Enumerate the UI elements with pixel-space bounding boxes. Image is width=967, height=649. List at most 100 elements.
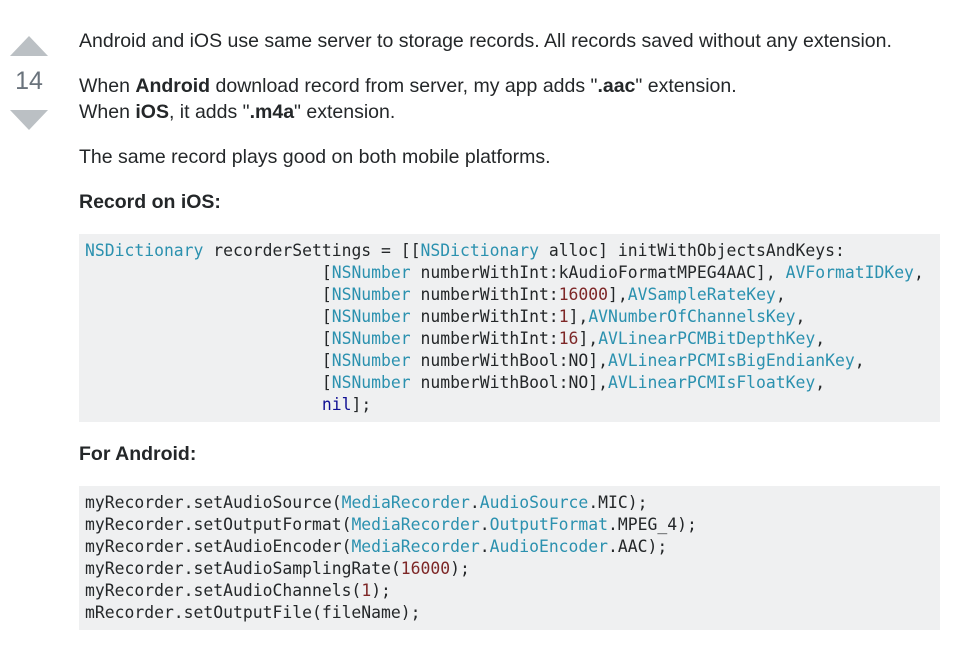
ios-code-token: numberWithBool:NO], bbox=[410, 351, 609, 370]
code-block-ios[interactable]: NSDictionary recorderSettings = [[NSDict… bbox=[79, 234, 940, 422]
text-aac: .aac bbox=[597, 75, 636, 97]
text-ios: iOS bbox=[135, 101, 169, 123]
ios-code-token: , bbox=[775, 285, 786, 304]
ios-code-token: [ bbox=[85, 285, 332, 304]
upvote-arrow-icon[interactable] bbox=[10, 36, 48, 56]
ios-code-token: 1 bbox=[558, 307, 569, 326]
code-block-android[interactable]: myRecorder.setAudioSource(MediaRecorder.… bbox=[79, 486, 940, 630]
android-code-token: myRecorder.setAudioSamplingRate( bbox=[85, 559, 401, 578]
ios-code-token: [ bbox=[85, 329, 332, 348]
text-android: Android bbox=[135, 75, 211, 97]
text-extension-2: " extension. bbox=[294, 101, 396, 123]
ios-code-token: numberWithInt:kAudioFormatMPEG4AAC], bbox=[410, 263, 786, 282]
android-code-token: . bbox=[479, 515, 490, 534]
android-code-token: myRecorder.setAudioEncoder( bbox=[85, 537, 352, 556]
android-code-token: myRecorder.setAudioSource( bbox=[85, 493, 342, 512]
ios-code-token: numberWithInt: bbox=[410, 329, 559, 348]
android-code-line: myRecorder.setAudioSource(MediaRecorder.… bbox=[85, 493, 648, 512]
ios-code-token: NSNumber bbox=[331, 351, 411, 370]
ios-code-token: NSDictionary bbox=[420, 241, 539, 260]
text-download: download record from server, my app adds… bbox=[210, 75, 598, 97]
android-code-token: MediaRecorder bbox=[341, 493, 470, 512]
ios-code-line: [NSNumber numberWithInt:1],AVNumberOfCha… bbox=[85, 307, 806, 326]
question-body: Android and iOS use same server to stora… bbox=[79, 28, 940, 649]
ios-code-token: [ bbox=[85, 263, 332, 282]
ios-code-token: AVLinearPCMIsBigEndianKey bbox=[608, 351, 855, 370]
paragraph-extensions: When Android download record from server… bbox=[79, 73, 940, 125]
ios-code-token: NSNumber bbox=[331, 285, 411, 304]
ios-code-token: , bbox=[854, 351, 865, 370]
android-code-token: myRecorder.setOutputFormat( bbox=[85, 515, 352, 534]
ios-code-line: [NSNumber numberWithBool:NO],AVLinearPCM… bbox=[85, 351, 865, 370]
ios-code-token: ], bbox=[568, 307, 589, 326]
android-code-line: myRecorder.setAudioSamplingRate(16000); bbox=[85, 559, 470, 578]
heading-for-android: For Android: bbox=[79, 443, 197, 465]
android-code-token: myRecorder.setAudioChannels( bbox=[85, 581, 362, 600]
ios-code-token: AVSampleRateKey bbox=[627, 285, 776, 304]
ios-code-token: 16000 bbox=[558, 285, 609, 304]
text-extension-1: " extension. bbox=[635, 75, 737, 97]
ios-code-token: , bbox=[815, 373, 826, 392]
ios-code-token bbox=[85, 395, 322, 414]
downvote-arrow-icon[interactable] bbox=[10, 110, 48, 130]
android-code-line: myRecorder.setOutputFormat(MediaRecorder… bbox=[85, 515, 697, 534]
ios-code-line: [NSNumber numberWithInt:16000],AVSampleR… bbox=[85, 285, 786, 304]
ios-code-line: nil]; bbox=[85, 395, 371, 414]
vote-count: 14 bbox=[15, 67, 43, 95]
android-code-token: MediaRecorder bbox=[351, 515, 480, 534]
ios-code-line: [NSNumber numberWithBool:NO],AVLinearPCM… bbox=[85, 373, 825, 392]
android-code-token: .MIC); bbox=[588, 493, 648, 512]
android-code-token: . bbox=[469, 493, 480, 512]
ios-code-token: numberWithBool:NO], bbox=[410, 373, 609, 392]
ios-code-token: alloc] initWithObjectsAndKeys: bbox=[538, 241, 845, 260]
android-code-token: . bbox=[479, 537, 490, 556]
android-code-token: 1 bbox=[361, 581, 372, 600]
ios-code-token: AVFormatIDKey bbox=[785, 263, 914, 282]
ios-code-token: ]; bbox=[351, 395, 372, 414]
android-code-token: OutputFormat bbox=[489, 515, 609, 534]
ios-code-token: ], bbox=[578, 329, 599, 348]
text-when-2: When bbox=[79, 101, 136, 123]
android-code-line: myRecorder.setAudioChannels(1); bbox=[85, 581, 391, 600]
android-code-token: .MPEG_4); bbox=[608, 515, 697, 534]
ios-code-token: recorderSettings = [[ bbox=[203, 241, 421, 260]
android-code-token: .AAC); bbox=[608, 537, 668, 556]
android-code-token: ); bbox=[371, 581, 391, 600]
ios-code-token: AVLinearPCMIsFloatKey bbox=[608, 373, 816, 392]
ios-code-token: [ bbox=[85, 373, 332, 392]
ios-code-token: [ bbox=[85, 351, 332, 370]
android-code-token: MediaRecorder bbox=[351, 537, 480, 556]
ios-code-token: AVLinearPCMBitDepthKey bbox=[598, 329, 816, 348]
vote-cell: 14 bbox=[0, 30, 58, 130]
text-when-1: When bbox=[79, 75, 136, 97]
ios-code-token: nil bbox=[321, 395, 352, 414]
ios-code-token: , bbox=[795, 307, 806, 326]
android-code-token: 16000 bbox=[400, 559, 451, 578]
ios-code-line: NSDictionary recorderSettings = [[NSDict… bbox=[85, 241, 845, 260]
android-code-line: myRecorder.setAudioEncoder(MediaRecorder… bbox=[85, 537, 667, 556]
android-code-token: AudioEncoder bbox=[489, 537, 609, 556]
ios-code-line: [NSNumber numberWithInt:kAudioFormatMPEG… bbox=[85, 263, 924, 282]
ios-code-token: , bbox=[913, 263, 924, 282]
paragraph-plays-good: The same record plays good on both mobil… bbox=[79, 146, 551, 168]
ios-code-token: ], bbox=[608, 285, 628, 304]
paragraph-server: Android and iOS use same server to stora… bbox=[79, 30, 892, 52]
text-m4a: .m4a bbox=[249, 101, 295, 123]
ios-code-line: [NSNumber numberWithInt:16],AVLinearPCMB… bbox=[85, 329, 825, 348]
ios-code-token: NSNumber bbox=[331, 263, 411, 282]
ios-code-token: NSNumber bbox=[331, 307, 411, 326]
ios-code-token: , bbox=[815, 329, 826, 348]
ios-code-token: AVNumberOfChannelsKey bbox=[588, 307, 796, 326]
android-code-token: AudioSource bbox=[479, 493, 589, 512]
android-code-token: ); bbox=[450, 559, 470, 578]
ios-code-token: NSDictionary bbox=[85, 241, 204, 260]
ios-code-token: NSNumber bbox=[331, 329, 411, 348]
ios-code-token: numberWithInt: bbox=[410, 285, 559, 304]
text-it-adds: , it adds " bbox=[168, 101, 250, 123]
android-code-token: mRecorder.setOutputFile(fileName); bbox=[85, 603, 421, 622]
heading-record-ios: Record on iOS: bbox=[79, 191, 221, 213]
ios-code-token: 16 bbox=[558, 329, 579, 348]
android-code-line: mRecorder.setOutputFile(fileName); bbox=[85, 603, 421, 622]
ios-code-token: [ bbox=[85, 307, 332, 326]
ios-code-token: NSNumber bbox=[331, 373, 411, 392]
